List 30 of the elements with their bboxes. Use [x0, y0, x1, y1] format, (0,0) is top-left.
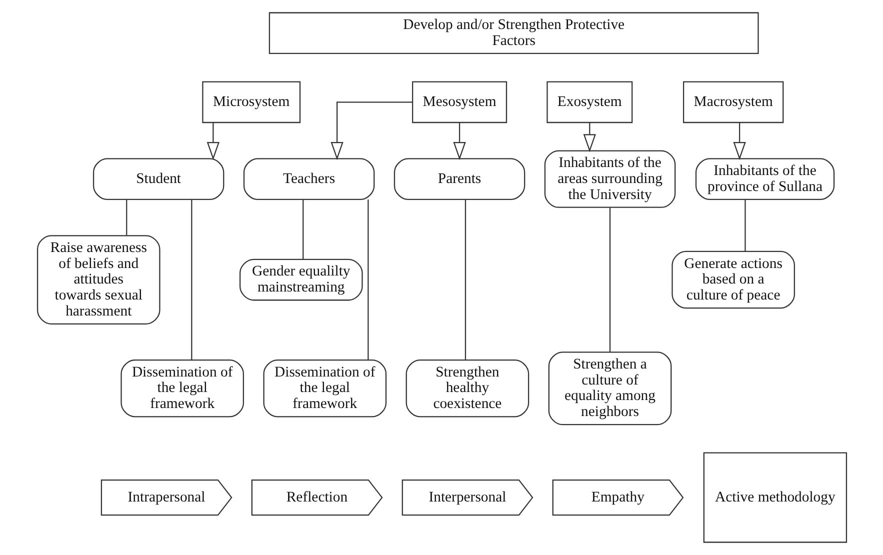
arrow [330, 102, 412, 160]
node-box: Inhabitants of the areas surrounding the University [544, 150, 676, 208]
node-box: Macrosystem [682, 81, 784, 124]
arrow [732, 122, 746, 160]
node-box: Inhabitants of the province of Sullana [694, 158, 834, 200]
arrow [452, 122, 466, 160]
node-box: Dissemination of the legal framework [262, 360, 386, 418]
node-box: Gender equalilty mainstreaming [238, 258, 362, 301]
connector [367, 200, 368, 360]
connector [190, 200, 192, 360]
connector [608, 208, 610, 352]
connector [744, 199, 746, 252]
arrow [206, 122, 220, 160]
node-box: Strengthen healthy coexistence [405, 360, 529, 418]
connector [302, 199, 304, 260]
node-box: Dissemination of the legal framework [120, 360, 244, 418]
node-box: Student [92, 158, 224, 200]
node-box: Microsystem [202, 81, 300, 124]
node-box: Raise awareness of beliefs and attitudes towards sexual harassment [36, 235, 160, 324]
connector [464, 200, 466, 360]
node-box: Exosystem [546, 81, 632, 124]
node-box: Mesosystem [412, 81, 507, 124]
arrow [582, 122, 596, 152]
node-box: Generate actions based on a culture of peace [671, 250, 794, 309]
node-box: Strengthen a culture of equality among neighbors [548, 352, 672, 426]
connector [126, 199, 127, 236]
node-box: Active methodology [702, 452, 847, 543]
node-box: Parents [393, 158, 525, 200]
node-box: Develop and/or Strengthen Protective Factors [268, 12, 758, 54]
node-box: Teachers [242, 158, 374, 200]
